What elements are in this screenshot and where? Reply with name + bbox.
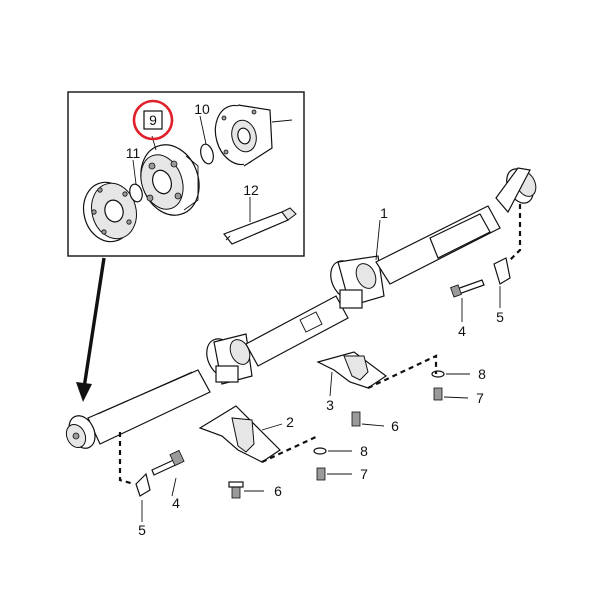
center-bearing-bracket-2 bbox=[316, 351, 388, 389]
leader-7b bbox=[443, 396, 469, 399]
label-8-right: 8 bbox=[478, 366, 486, 382]
cv-joint-icon bbox=[140, 144, 200, 216]
dashed-route-front bbox=[507, 204, 522, 263]
label-3: 3 bbox=[326, 397, 334, 413]
leader-4a bbox=[171, 477, 177, 497]
leader-2 bbox=[261, 423, 283, 431]
label-4-left: 4 bbox=[172, 495, 180, 511]
highlight-circle bbox=[132, 99, 174, 141]
leader-10 bbox=[199, 115, 207, 145]
leader-3 bbox=[329, 371, 333, 397]
label-11: 11 bbox=[126, 145, 141, 161]
label-10: 10 bbox=[194, 101, 210, 117]
washer-icon bbox=[313, 447, 327, 455]
label-6-left: 6 bbox=[274, 483, 282, 499]
snap-ring-icon bbox=[129, 183, 143, 203]
label-7-left: 7 bbox=[360, 466, 368, 482]
label-9-box bbox=[143, 110, 163, 130]
grease-tube-icon bbox=[223, 207, 297, 245]
bolt-icon-6 bbox=[433, 387, 443, 401]
label-8-left: 8 bbox=[360, 443, 368, 459]
inset-pointer-arrow bbox=[76, 257, 106, 402]
bolt-icon-3 bbox=[316, 467, 326, 481]
label-9: 9 bbox=[149, 112, 157, 128]
dashed-route-mid bbox=[261, 435, 319, 463]
bolt-icon-5 bbox=[351, 411, 361, 427]
exploded-joint-inset: 9 10 11 12 bbox=[67, 91, 305, 257]
label-7-right: 7 bbox=[476, 390, 484, 406]
bracket-clip-icon bbox=[135, 472, 151, 497]
label-5-right: 5 bbox=[496, 309, 504, 325]
propeller-shaft bbox=[65, 167, 537, 449]
bolt-icon bbox=[151, 449, 185, 476]
center-bearing-bracket bbox=[198, 405, 281, 463]
bracket-clip-icon-2 bbox=[493, 257, 511, 285]
flange-hub-icon bbox=[214, 104, 293, 167]
dashed-route-left bbox=[118, 432, 135, 486]
flange-plate-icon bbox=[82, 181, 137, 243]
label-6-right: 6 bbox=[391, 418, 399, 434]
label-5-left: 5 bbox=[138, 522, 146, 538]
label-4-right: 4 bbox=[458, 323, 466, 339]
leader-1 bbox=[375, 219, 381, 261]
o-ring-icon bbox=[200, 143, 214, 165]
label-1: 1 bbox=[380, 205, 388, 221]
bolt-icon-2 bbox=[228, 481, 244, 499]
leader-6b bbox=[361, 423, 385, 427]
dashed-route-right bbox=[367, 354, 438, 389]
bolt-icon-4 bbox=[450, 279, 485, 298]
leader-11 bbox=[132, 159, 137, 185]
label-12: 12 bbox=[243, 182, 259, 198]
washer-icon-2 bbox=[431, 370, 445, 378]
label-2: 2 bbox=[286, 414, 294, 430]
